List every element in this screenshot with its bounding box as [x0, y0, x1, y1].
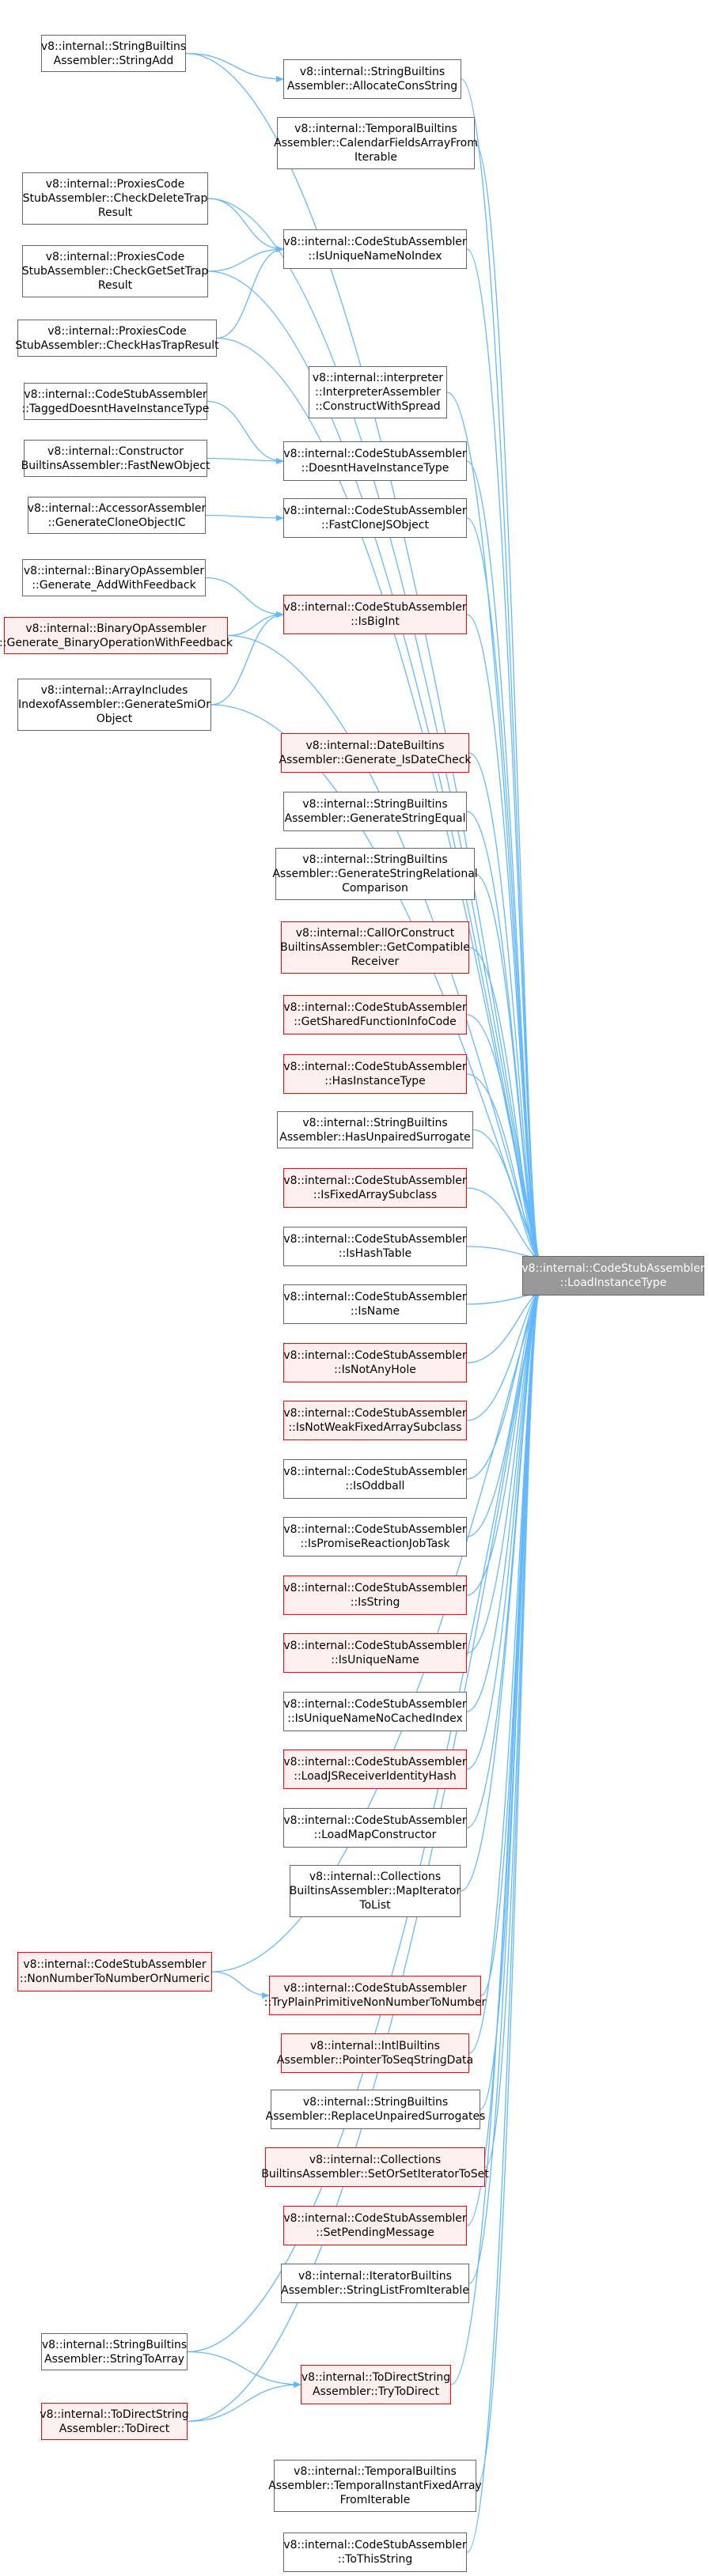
graph-node[interactable]: v8::internal::StringBuiltins Assembler::… [277, 1111, 473, 1148]
graph-node[interactable]: v8::internal::CodeStubAssembler ::IsHash… [283, 1227, 467, 1266]
graph-edge [207, 400, 284, 464]
graph-node[interactable]: v8::internal::CodeStubAssembler ::NonNum… [17, 1952, 212, 1992]
graph-edge [466, 1291, 540, 1480]
graph-edge [187, 1291, 540, 2423]
graph-node[interactable]: v8::internal::ProxiesCode StubAssembler:… [15, 320, 219, 357]
graph-node[interactable]: v8::internal::CodeStubAssembler ::TryPla… [264, 1976, 486, 2015]
graph-edge [466, 614, 540, 1261]
graph-edge [207, 198, 284, 252]
graph-edge [468, 752, 540, 1261]
graph-node[interactable]: v8::internal::CodeStubAssembler ::ToThis… [283, 2532, 467, 2572]
graph-edge [474, 142, 540, 1261]
graph-node[interactable]: v8::internal::TemporalBuiltins Assembler… [274, 117, 478, 169]
graph-node[interactable]: v8::internal::IteratorBuiltins Assembler… [281, 2264, 469, 2303]
graph-edge [466, 1073, 540, 1261]
graph-node[interactable]: v8::internal::AccessorAssembler ::Genera… [28, 497, 206, 534]
graph-edge [450, 1291, 540, 2385]
graph-edge [466, 1291, 540, 1421]
graph-node[interactable]: v8::internal::CodeStubAssembler ::IsUniq… [283, 229, 467, 269]
graph-edge [227, 611, 284, 637]
graph-edge [468, 1291, 540, 2054]
graph-node[interactable]: v8::internal::CodeStubAssembler ::Tagged… [22, 383, 209, 420]
graph-edge [472, 1129, 540, 1261]
graph-edge [205, 514, 284, 521]
graph-node[interactable]: v8::internal::CodeStubAssembler ::IsNotW… [283, 1401, 467, 1440]
graph-node[interactable]: v8::internal::StringBuiltins Assembler::… [266, 2090, 485, 2129]
graph-node[interactable]: v8::internal::ToDirectString Assembler::… [301, 2365, 451, 2404]
graph-edge [460, 1291, 540, 1892]
graph-node[interactable]: v8::internal::CodeStubAssembler ::GetSha… [283, 995, 467, 1035]
graph-node[interactable]: v8::internal::CodeStubAssembler ::Doesnt… [283, 441, 467, 481]
graph-node[interactable]: v8::internal::CodeStubAssembler ::IsProm… [283, 1517, 467, 1557]
graph-node[interactable]: v8::internal::CodeStubAssembler ::HasIns… [283, 1054, 467, 1094]
graph-node[interactable]: v8::internal::CodeStubAssembler ::IsName [283, 1284, 467, 1324]
graph-edge [207, 457, 284, 464]
graph-node[interactable]: v8::internal::DateBuiltins Assembler::Ge… [279, 733, 472, 773]
graph-node[interactable]: v8::internal::CodeStubAssembler ::IsNotA… [283, 1343, 467, 1383]
graph-node[interactable]: v8::internal::IntlBuiltins Assembler::Po… [277, 2033, 473, 2073]
graph-node[interactable]: v8::internal::Collections BuiltinsAssemb… [290, 1865, 461, 1917]
graph-node[interactable]: v8::internal::BinaryOpAssembler ::Genera… [0, 617, 233, 654]
graph-edge [207, 198, 540, 1261]
graph-node[interactable]: v8::internal::Constructor BuiltinsAssemb… [21, 440, 210, 477]
graph-edge [474, 873, 540, 1261]
graph-node[interactable]: v8::internal::CodeStubAssembler ::IsBigI… [283, 595, 467, 634]
graph-edge [466, 1291, 540, 1538]
graph-node[interactable]: v8::internal::StringBuiltins Assembler::… [283, 792, 467, 831]
graph-edge [187, 2351, 301, 2388]
graph-edge [185, 52, 284, 82]
graph-edge [466, 1291, 540, 2553]
graph-edge [207, 246, 284, 272]
graph-edge [187, 2381, 301, 2423]
graph-node[interactable]: v8::internal::CodeStubAssembler ::IsUniq… [283, 1692, 467, 1731]
graph-edge [466, 1014, 540, 1261]
graph-node[interactable]: v8::internal::ToDirectString Assembler::… [40, 2403, 189, 2440]
graph-edge [468, 947, 540, 1261]
graph-edge [466, 1291, 540, 1829]
graph-node[interactable]: v8::internal::ArrayIncludes IndexofAssem… [17, 679, 211, 731]
graph-node[interactable]: v8::internal::ProxiesCode StubAssembler:… [22, 245, 208, 297]
graph-node[interactable]: v8::internal::CallOrConstruct BuiltinsAs… [280, 921, 470, 974]
graph-node[interactable]: v8::internal::StringBuiltins Assembler::… [283, 59, 461, 99]
graph-edge [211, 1291, 540, 1973]
graph-node[interactable]: v8::internal::CodeStubAssembler ::LoadJS… [283, 1749, 467, 1789]
graph-node[interactable]: v8::internal::CodeStubAssembler ::IsOddb… [283, 1459, 467, 1499]
graph-edge [216, 246, 284, 339]
graph-node[interactable]: v8::internal::CodeStubAssembler ::IsUniq… [283, 1633, 467, 1673]
graph-edge [211, 1971, 270, 1999]
graph-node[interactable]: v8::internal::Collections BuiltinsAssemb… [261, 2147, 489, 2187]
graph-edge [466, 517, 540, 1261]
graph-node[interactable]: v8::internal::BinaryOpAssembler ::Genera… [22, 559, 206, 596]
graph-node[interactable]: v8::internal::StringBuiltins Assembler::… [41, 2333, 188, 2370]
graph-edge [466, 1291, 540, 1654]
graph-node[interactable]: v8::internal::StringBuiltins Assembler::… [272, 848, 478, 900]
graph-node[interactable]: v8::internal::CodeStubAssembler ::IsFixe… [283, 1168, 467, 1208]
graph-node[interactable]: v8::internal::CodeStubAssembler ::IsStri… [283, 1575, 467, 1615]
graph-node[interactable]: v8::internal::interpreter ::InterpreterA… [309, 366, 447, 418]
graph-edge [210, 611, 284, 705]
graph-node[interactable]: v8::internal::StringBuiltins Assembler::… [41, 35, 186, 72]
graph-node[interactable]: v8::internal::TemporalBuiltins Assembler… [268, 2460, 482, 2512]
graph-edge [205, 577, 284, 618]
graph-node[interactable]: v8::internal::CodeStubAssembler ::FastCl… [283, 498, 467, 538]
graph-node-target: v8::internal::CodeStubAssembler ::LoadIn… [521, 1256, 705, 1296]
graph-node[interactable]: v8::internal::CodeStubAssembler ::LoadMa… [283, 1808, 467, 1848]
graph-node[interactable]: v8::internal::ProxiesCode StubAssembler:… [22, 172, 208, 225]
graph-node[interactable]: v8::internal::CodeStubAssembler ::SetPen… [283, 2206, 467, 2245]
graph-edge [466, 248, 540, 1261]
